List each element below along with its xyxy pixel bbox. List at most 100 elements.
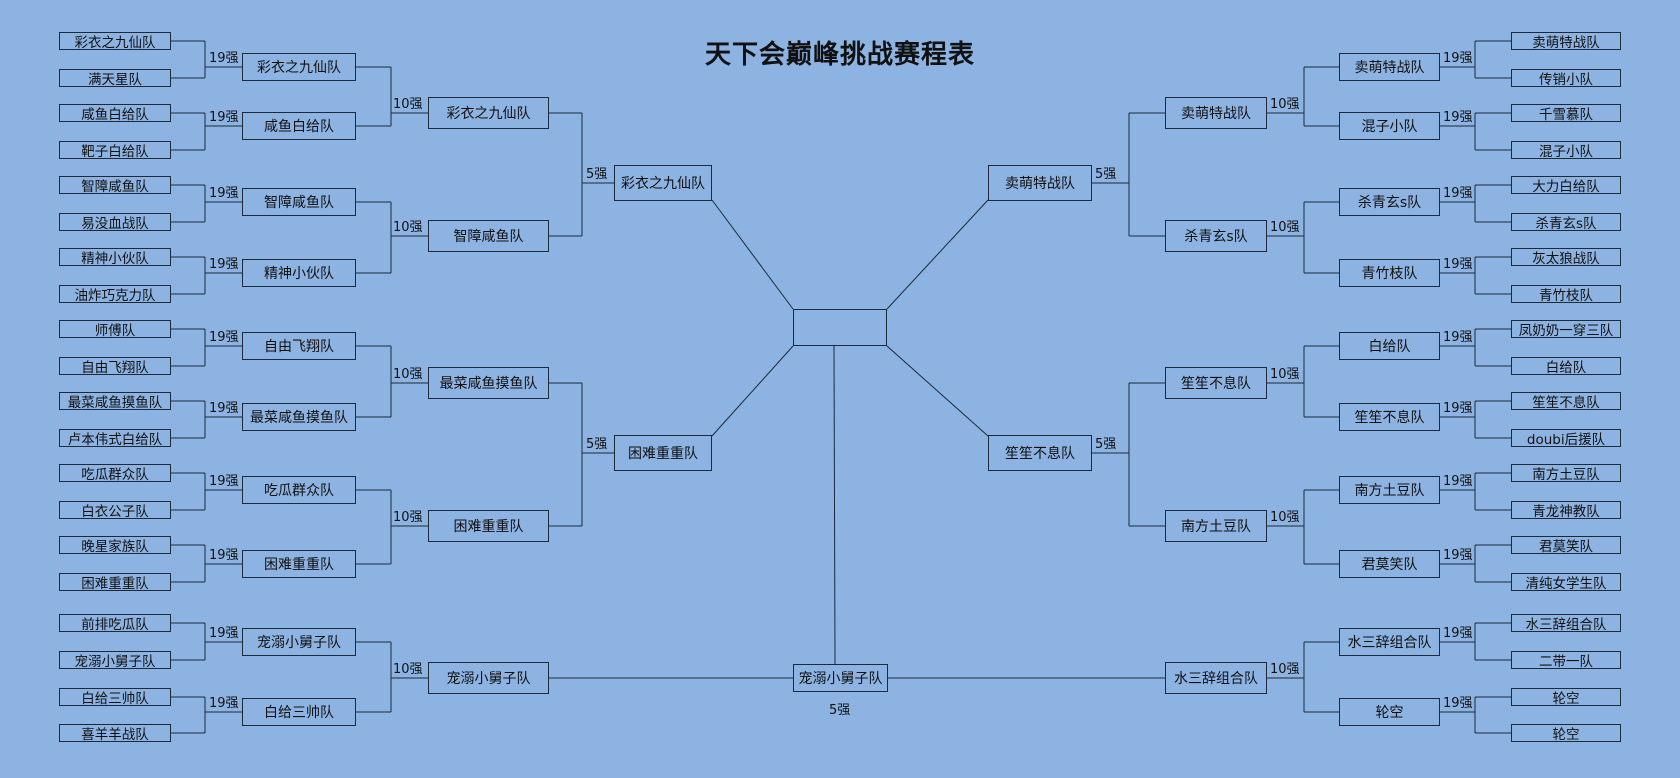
round-10-label: 10强: [1270, 220, 1300, 235]
right-r19-team: 笙笙不息队: [1339, 403, 1440, 431]
right-r20-team: 千雪慕队: [1511, 104, 1621, 122]
left-r10-team: 最菜咸鱼摸鱼队: [428, 367, 549, 399]
left-r19-team: 彩衣之九仙队: [242, 53, 356, 81]
right-r20-team: 青龙神教队: [1511, 501, 1621, 519]
right-r10-team: 水三辞组合队: [1165, 662, 1267, 694]
round-10-label: 10强: [393, 367, 423, 382]
right-r5-team: 笙笙不息队: [988, 435, 1092, 471]
left-r20-team: 白给三帅队: [59, 688, 171, 706]
final-box: [793, 309, 887, 346]
left-r20-team: 易没血战队: [59, 213, 171, 231]
round-19-label: 19强: [209, 626, 239, 641]
round-19-label: 19强: [1443, 51, 1473, 66]
round-19-label: 19强: [209, 330, 239, 345]
left-r20-team: 满天星队: [59, 69, 171, 87]
left-r10-team: 彩衣之九仙队: [428, 97, 549, 129]
round-19-label: 19强: [209, 474, 239, 489]
round-19-label: 19强: [1443, 110, 1473, 125]
round-19-label: 19强: [1443, 401, 1473, 416]
round-5-label: 5强: [1095, 437, 1117, 452]
left-r20-team: 吃瓜群众队: [59, 464, 171, 482]
right-r19-team: 白给队: [1339, 332, 1440, 360]
round-10-label: 10强: [393, 510, 423, 525]
left-r20-team: 精神小伙队: [59, 248, 171, 266]
left-r19-team: 自由飞翔队: [242, 332, 356, 360]
round-10-label: 10强: [393, 220, 423, 235]
round-19-label: 19强: [209, 548, 239, 563]
left-r20-team: 晚星家族队: [59, 536, 171, 554]
right-r20-team: 凤奶奶一穿三队: [1511, 320, 1621, 338]
bottom-center-team: 宠溺小舅子队: [793, 664, 888, 692]
right-r20-team: 轮空: [1511, 688, 1621, 706]
round-19-label: 19强: [1443, 548, 1473, 563]
left-r20-team: 师傅队: [59, 320, 171, 338]
round-19-label: 19强: [1443, 257, 1473, 272]
right-r20-team: 二带一队: [1511, 651, 1621, 669]
round-19-label: 19强: [209, 257, 239, 272]
right-r10-team: 南方土豆队: [1165, 510, 1267, 542]
left-r20-team: 最菜咸鱼摸鱼队: [59, 392, 171, 410]
bracket-line: [886, 199, 989, 310]
round-19-label: 19强: [1443, 330, 1473, 345]
right-r19-team: 混子小队: [1339, 112, 1440, 140]
round-10-label: 10强: [1270, 662, 1300, 677]
right-r5-team: 卖萌特战队: [988, 165, 1092, 201]
round-19-label: 19强: [1443, 474, 1473, 489]
bottom-center-round-label: 5强: [829, 703, 851, 718]
right-r10-team: 笙笙不息队: [1165, 367, 1267, 399]
right-r19-team: 卖萌特战队: [1339, 53, 1440, 81]
bracket-line: [711, 199, 794, 310]
right-r19-team: 杀青玄s队: [1339, 188, 1440, 216]
round-5-label: 5强: [586, 167, 608, 182]
round-5-label: 5强: [1095, 167, 1117, 182]
right-r20-team: 水三辞组合队: [1511, 614, 1621, 632]
left-r20-team: 卢本伟式白给队: [59, 429, 171, 447]
right-r20-team: 卖萌特战队: [1511, 32, 1621, 50]
left-r20-team: 油炸巧克力队: [59, 285, 171, 303]
round-19-label: 19强: [209, 401, 239, 416]
left-r5-team: 彩衣之九仙队: [614, 165, 712, 201]
left-r20-team: 靶子白给队: [59, 141, 171, 159]
round-10-label: 10强: [1270, 510, 1300, 525]
left-r10-team: 困难重重队: [428, 510, 549, 542]
left-r5-team: 困难重重队: [614, 435, 712, 471]
left-r19-team: 咸鱼白给队: [242, 112, 356, 140]
left-r19-team: 困难重重队: [242, 550, 356, 578]
left-r20-team: 前排吃瓜队: [59, 614, 171, 632]
right-r20-team: 笙笙不息队: [1511, 392, 1621, 410]
right-r20-team: doubi后援队: [1511, 429, 1621, 447]
right-r20-team: 灰太狼战队: [1511, 248, 1621, 266]
round-10-label: 10强: [1270, 97, 1300, 112]
left-r19-team: 宠溺小舅子队: [242, 628, 356, 656]
left-r20-team: 宠溺小舅子队: [59, 651, 171, 669]
round-10-label: 10强: [393, 97, 423, 112]
left-r19-team: 精神小伙队: [242, 259, 356, 287]
right-r20-team: 白给队: [1511, 357, 1621, 375]
left-r20-team: 困难重重队: [59, 573, 171, 591]
round-10-label: 10强: [393, 662, 423, 677]
bracket-line: [886, 345, 989, 437]
left-r20-team: 咸鱼白给队: [59, 104, 171, 122]
left-r19-team: 白给三帅队: [242, 698, 356, 726]
right-r10-team: 杀青玄s队: [1165, 220, 1267, 252]
right-r19-team: 水三辞组合队: [1339, 628, 1440, 656]
left-r20-team: 喜羊羊战队: [59, 724, 171, 742]
right-r10-team: 卖萌特战队: [1165, 97, 1267, 129]
left-r20-team: 自由飞翔队: [59, 357, 171, 375]
right-r19-team: 君莫笑队: [1339, 550, 1440, 578]
right-r19-team: 南方土豆队: [1339, 476, 1440, 504]
bracket-line: [833, 345, 836, 665]
right-r19-team: 轮空: [1339, 698, 1440, 726]
round-5-label: 5强: [586, 437, 608, 452]
right-r20-team: 青竹枝队: [1511, 285, 1621, 303]
right-r20-team: 轮空: [1511, 724, 1621, 742]
round-19-label: 19强: [209, 696, 239, 711]
round-10-label: 10强: [1270, 367, 1300, 382]
right-r20-team: 大力白给队: [1511, 176, 1621, 194]
round-19-label: 19强: [1443, 626, 1473, 641]
right-r20-team: 南方土豆队: [1511, 464, 1621, 482]
round-19-label: 19强: [209, 110, 239, 125]
right-r20-team: 君莫笑队: [1511, 536, 1621, 554]
